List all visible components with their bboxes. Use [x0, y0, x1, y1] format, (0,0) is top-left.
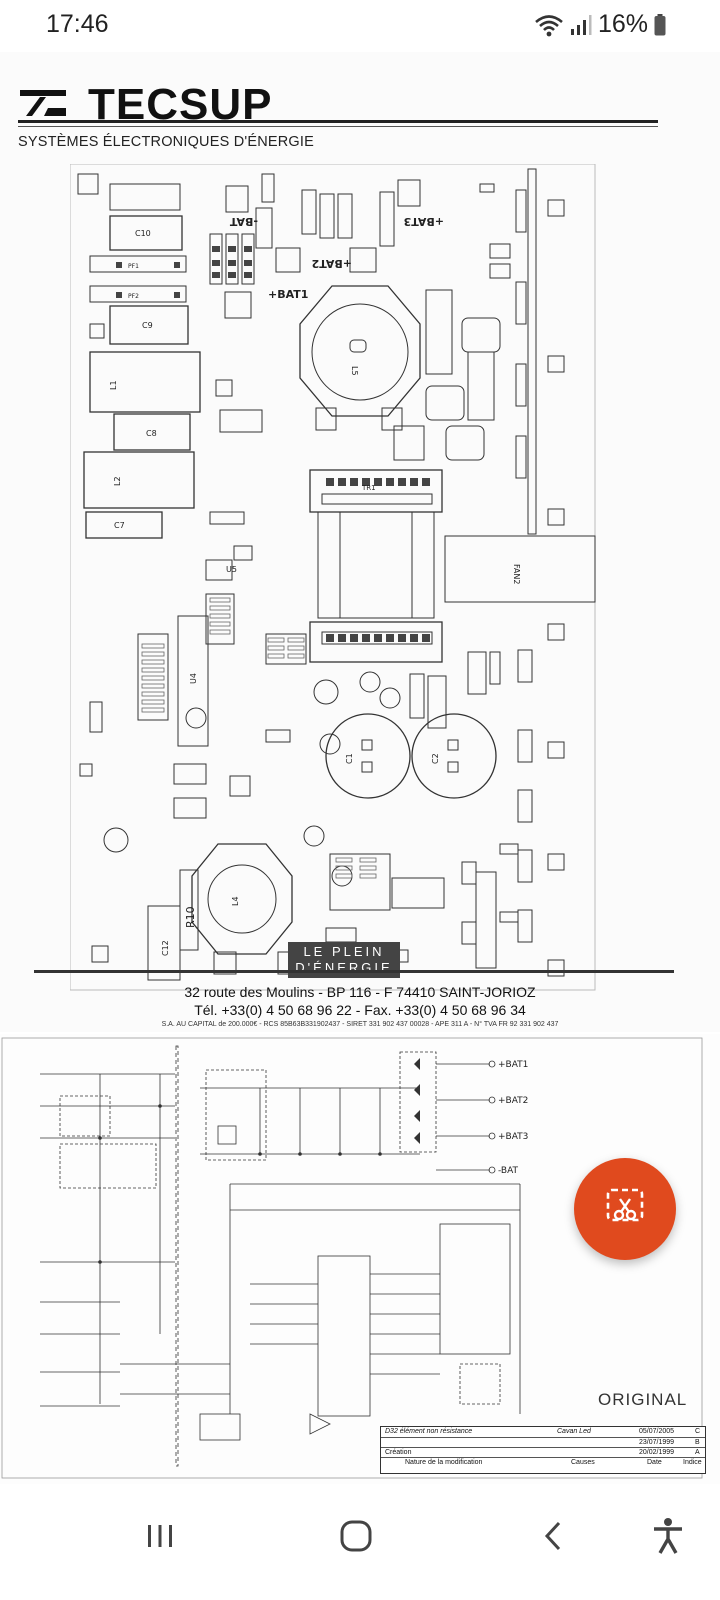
revision-row: 23/07/1999 B	[381, 1437, 705, 1447]
company-address: 32 route des Moulins - BP 116 - F 74410 …	[184, 984, 536, 1000]
status-time: 17:46	[46, 10, 109, 38]
brand-subtitle: SYSTÈMES ÉLECTRONIQUES D'ÉNERGIE	[18, 134, 315, 150]
pcb-label: +BAT3	[404, 215, 444, 228]
schematic-label: -BAT	[498, 1166, 519, 1176]
battery-icon	[654, 13, 666, 36]
revision-date: 23/07/1999	[639, 1439, 675, 1446]
revision-causes: Cavan Led	[557, 1428, 591, 1435]
schematic-label: +BAT2	[498, 1096, 528, 1106]
pcb-label: -BAT	[229, 215, 258, 228]
back-button[interactable]	[524, 1508, 584, 1568]
revision-date: 20/02/1999	[639, 1449, 675, 1456]
home-button[interactable]	[326, 1508, 386, 1568]
badge-line-1: LE PLEIN	[303, 944, 385, 959]
signal-icon	[570, 14, 592, 36]
recents-button[interactable]	[130, 1508, 190, 1568]
pcb-label: L2	[113, 476, 122, 486]
pcb-label: C10	[135, 229, 151, 238]
schematic-label: +BAT1	[498, 1060, 528, 1070]
revision-row: Création 20/02/1999 A	[381, 1447, 705, 1457]
revision-modification: D32 élément non résistance	[385, 1428, 473, 1435]
schematic-label: +BAT3	[498, 1132, 528, 1142]
screenshot-capture-button[interactable]	[574, 1158, 676, 1260]
scissors-capture-icon	[605, 1187, 645, 1232]
pcb-document-page: TECSUP SYSTÈMES ÉLECTRONIQUES D'ÉNERGIE	[0, 52, 720, 1032]
pcb-label: U5	[226, 565, 237, 574]
footer-rule	[34, 970, 674, 973]
col-date: Date	[647, 1459, 662, 1466]
company-legal: S.A. AU CAPITAL de 200.000€ - RCS 85B63B…	[161, 1021, 559, 1028]
back-icon	[541, 1519, 567, 1558]
revision-row: D32 élément non résistance Cavan Led 05/…	[381, 1427, 705, 1437]
schematic-page: +BAT1 +BAT2 +BAT3 -BAT ORIGINAL D32 élém…	[0, 1034, 720, 1484]
pcb-label: L5	[350, 366, 359, 376]
revision-creation: Création	[385, 1449, 412, 1456]
pcb-label: C12	[161, 940, 170, 956]
col-nature: Nature de la modification	[405, 1459, 483, 1466]
pcb-label: L1	[109, 380, 118, 390]
pcb-label: C8	[146, 429, 157, 438]
accessibility-button[interactable]	[638, 1508, 698, 1568]
pcb-label: +BAT1	[268, 288, 308, 301]
pcb-label: C9	[142, 321, 153, 330]
wifi-icon	[534, 13, 564, 37]
home-icon	[339, 1519, 373, 1558]
col-indice: Indice	[683, 1459, 702, 1466]
pcb-label: +BAT2	[312, 257, 352, 270]
pcb-label: L4	[231, 896, 240, 906]
revision-index: A	[695, 1449, 700, 1456]
company-phone: Tél. +33(0) 4 50 68 96 22 - Fax. +33(0) …	[194, 1002, 526, 1018]
tecsup-logo-icon	[18, 88, 68, 123]
pcb-label: PF1	[128, 263, 139, 270]
schematic-drawing: +BAT1 +BAT2 +BAT3 -BAT	[1, 1037, 703, 1479]
status-icons: 16%	[534, 10, 666, 39]
pcb-label: U4	[189, 673, 198, 684]
pcb-label: C7	[114, 521, 125, 530]
pcb-label: FAN2	[512, 564, 521, 584]
badge-line-2: D'ÉNERGIE	[295, 960, 393, 975]
revision-header-row: Nature de la modification Causes Date In…	[381, 1457, 705, 1474]
col-causes: Causes	[571, 1459, 595, 1466]
revision-index: B	[695, 1439, 700, 1446]
status-bar: 17:46 16%	[0, 0, 720, 52]
pcb-label: R10	[184, 906, 197, 928]
pcb-layout-drawing: C10 PF1 PF2 C9 L1 C8 L2 C7 L5 L4 C1 C2 T…	[70, 164, 596, 991]
pcb-label: PF2	[128, 293, 139, 300]
revision-index: C	[695, 1428, 701, 1435]
revision-date: 05/07/2005	[639, 1428, 675, 1435]
revision-title-block: D32 élément non résistance Cavan Led 05/…	[380, 1426, 706, 1474]
pcb-label: TR1	[361, 484, 376, 492]
pcb-label: C2	[431, 753, 440, 764]
pcb-label: C1	[345, 753, 354, 764]
battery-percent: 16%	[597, 10, 648, 38]
accessibility-icon	[651, 1517, 685, 1560]
system-navigation-bar	[0, 1488, 720, 1600]
header-rule	[18, 120, 658, 123]
original-stamp: ORIGINAL	[598, 1390, 688, 1409]
header-rule-thin	[18, 126, 658, 127]
recents-icon	[145, 1521, 175, 1556]
